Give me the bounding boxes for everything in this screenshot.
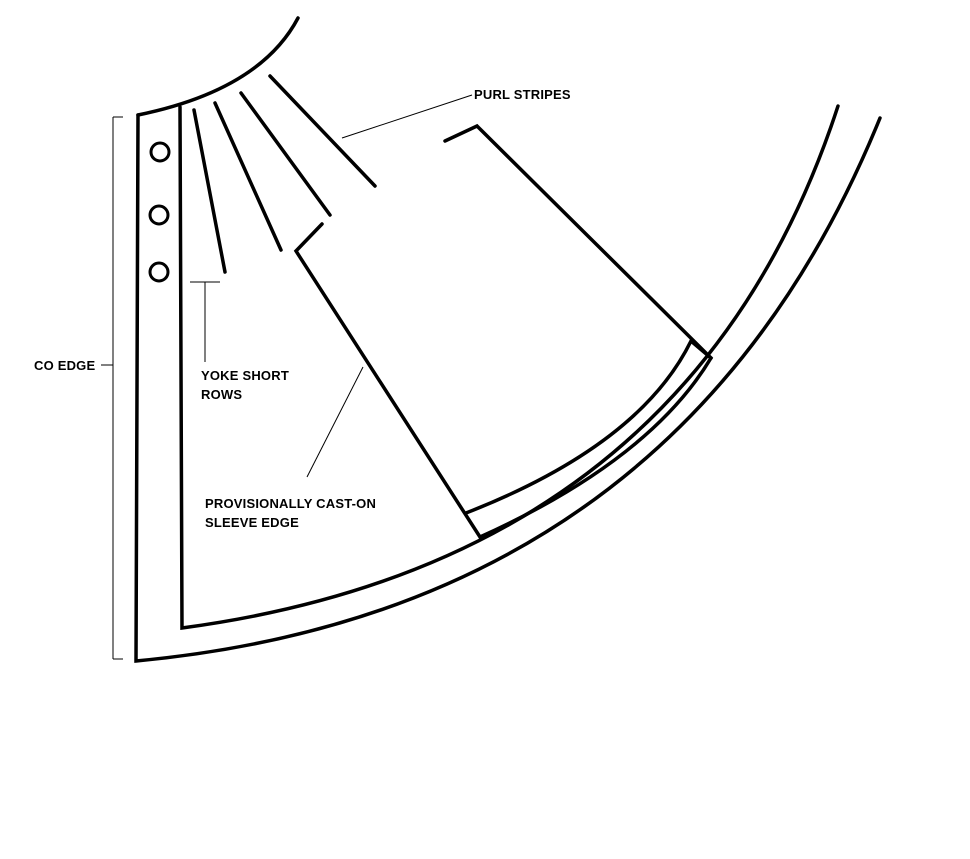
buttonholes <box>148 141 171 283</box>
co-edge-label: CO EDGE <box>34 358 96 373</box>
buttonhole <box>149 141 171 163</box>
purl-stripe <box>213 101 283 252</box>
buttonhole <box>148 204 170 226</box>
purl-stripes <box>192 74 377 274</box>
yoke-short-rows-label-line: YOKE SHORT <box>201 368 289 383</box>
purl-stripe <box>239 91 332 217</box>
purl-stripe <box>192 108 227 274</box>
sleeve-edge-label-line: SLEEVE EDGE <box>205 515 299 530</box>
purl-stripe <box>268 74 377 188</box>
sleeve-edge-label-line: PROVISIONALLY CAST-ON <box>205 496 377 511</box>
neckline-curve <box>136 16 300 117</box>
yoke-short-rows-leader <box>190 281 220 362</box>
sleeve-edge-label: PROVISIONALLY CAST-ON SLEEVE EDGE <box>205 494 376 532</box>
sleeve-edge-leader <box>306 366 364 478</box>
button-band-edge <box>178 104 840 630</box>
yoke-short-rows-label-line: ROWS <box>201 387 243 402</box>
sleeve-cuff-band <box>464 338 713 515</box>
co-edge-bracket <box>101 116 123 660</box>
purl-stripes-leader <box>341 94 473 139</box>
purl-stripes-label: PURL STRIPES <box>474 87 571 102</box>
buttonhole <box>148 261 170 283</box>
yoke-short-rows-label: YOKE SHORT ROWS <box>201 366 289 404</box>
body-outer-edge <box>134 113 882 663</box>
sleeve-outline <box>293 123 714 540</box>
